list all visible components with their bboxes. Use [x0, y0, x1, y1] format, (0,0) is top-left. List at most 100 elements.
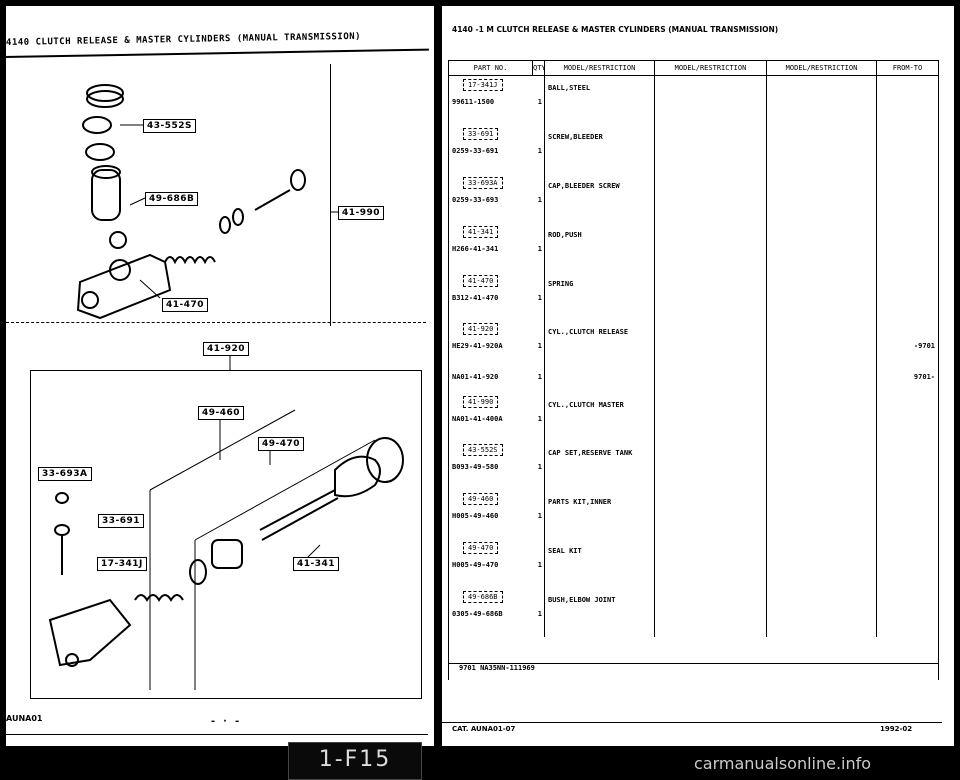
part-description: SPRING	[548, 279, 574, 288]
right-bottom-rule	[442, 722, 942, 723]
description-cell: SPRING	[544, 271, 655, 321]
model-restriction-cell	[766, 222, 877, 272]
model-restriction-cell	[766, 75, 877, 125]
model-restriction-cell	[766, 124, 877, 174]
part-entry: NA01-41-920 1	[449, 369, 544, 389]
part-number: B312-41-470	[452, 293, 499, 302]
part-description: CAP,BLEEDER SCREW	[548, 181, 620, 190]
column-header: PART NO.	[448, 60, 533, 76]
model-restriction-cell	[766, 392, 877, 442]
table-row: NA01-41-920 1 9701-	[448, 369, 939, 393]
callout-43-552s: 43-552S	[143, 119, 197, 133]
from-to-cell: 9701-	[876, 369, 939, 393]
from-to-cell: -9701	[876, 320, 939, 370]
model-restriction-cell	[654, 222, 767, 272]
part-number: 99611-1500	[452, 98, 495, 106]
part-description: BUSH,ELBOW JOINT	[548, 595, 616, 604]
callout-49-686b: 49-686B	[145, 192, 199, 206]
column-header: QTY	[532, 60, 546, 76]
quantity: 1	[537, 373, 542, 382]
part-number: 0259-33-693	[452, 195, 499, 204]
left-footer-code: AUNA01	[6, 714, 43, 723]
model-restriction-cell	[654, 369, 767, 393]
quantity: 1	[537, 293, 542, 302]
description-cell: PARTS KIT,INNER	[544, 490, 655, 540]
model-restriction-cell	[654, 124, 767, 174]
from-to-cell	[876, 271, 939, 321]
part-number: 0305-49-686B	[452, 609, 503, 618]
description-cell	[544, 369, 655, 393]
description-cell: CYL.,CLUTCH RELEASE	[544, 320, 655, 370]
model-restriction-cell	[654, 320, 767, 370]
quantity: 1	[537, 609, 542, 618]
model-restriction-cell	[766, 490, 877, 540]
description-cell: CAP SET,RESERVE TANK	[544, 441, 655, 491]
column-header: MODEL/RESTRICTION	[766, 60, 877, 76]
model-restriction-cell	[654, 173, 767, 223]
quantity: 1	[537, 561, 542, 570]
part-description: BALL,STEEL	[548, 84, 591, 92]
callout-41-470: 41-470	[162, 298, 209, 312]
table-note: 9701 NA35NN-111969	[448, 663, 939, 680]
quantity: 1	[537, 463, 542, 472]
ref-box: 41-470	[463, 274, 499, 287]
model-restriction-cell	[654, 271, 767, 321]
left-footer-dashes: - · -	[210, 716, 241, 727]
description-cell: BALL,STEEL	[544, 75, 655, 125]
quantity: 1	[537, 146, 542, 155]
callout-41-920: 41-920	[203, 342, 250, 356]
ref-box: 49-460	[463, 493, 499, 506]
callout-41-341: 41-341	[293, 557, 340, 571]
description-cell: SEAL KIT	[544, 539, 655, 588]
part-description: PARTS KIT,INNER	[548, 498, 612, 507]
part-number: 0259-33-691	[452, 146, 499, 155]
callout-49-460: 49-460	[198, 406, 245, 420]
part-number: NA01-41-920	[452, 373, 499, 382]
quantity: 1	[537, 342, 542, 351]
quantity: 1	[537, 512, 542, 521]
model-restriction-cell	[766, 369, 877, 393]
description-cell: BUSH,ELBOW JOINT	[544, 587, 655, 637]
model-restriction-cell	[766, 587, 877, 637]
part-cell: 33-691 0259-33-691 1	[448, 124, 545, 174]
description-cell: CAP,BLEEDER SCREW	[544, 173, 655, 223]
model-restriction-cell	[654, 441, 767, 491]
from-to-cell	[876, 173, 939, 223]
part-description: CAP SET,RESERVE TANK	[548, 449, 633, 458]
ref-box: 41-920	[463, 323, 499, 336]
column-header: MODEL/RESTRICTION	[654, 60, 767, 76]
from-to-cell	[876, 222, 939, 272]
part-description: CYL.,CLUTCH MASTER	[548, 400, 624, 409]
table-note-row: 9701 NA35NN-111969	[448, 663, 939, 680]
dashed-separator	[6, 322, 426, 323]
model-restriction-cell	[766, 320, 877, 370]
ref-box: 49-470	[463, 542, 499, 555]
ref-box: 33-691	[463, 127, 499, 140]
model-restriction-cell	[766, 539, 877, 588]
ref-box: 33-693A	[463, 176, 503, 189]
description-cell: SCREW,BLEEDER	[544, 124, 655, 174]
master-cylinder-diagram-box	[75, 64, 331, 326]
